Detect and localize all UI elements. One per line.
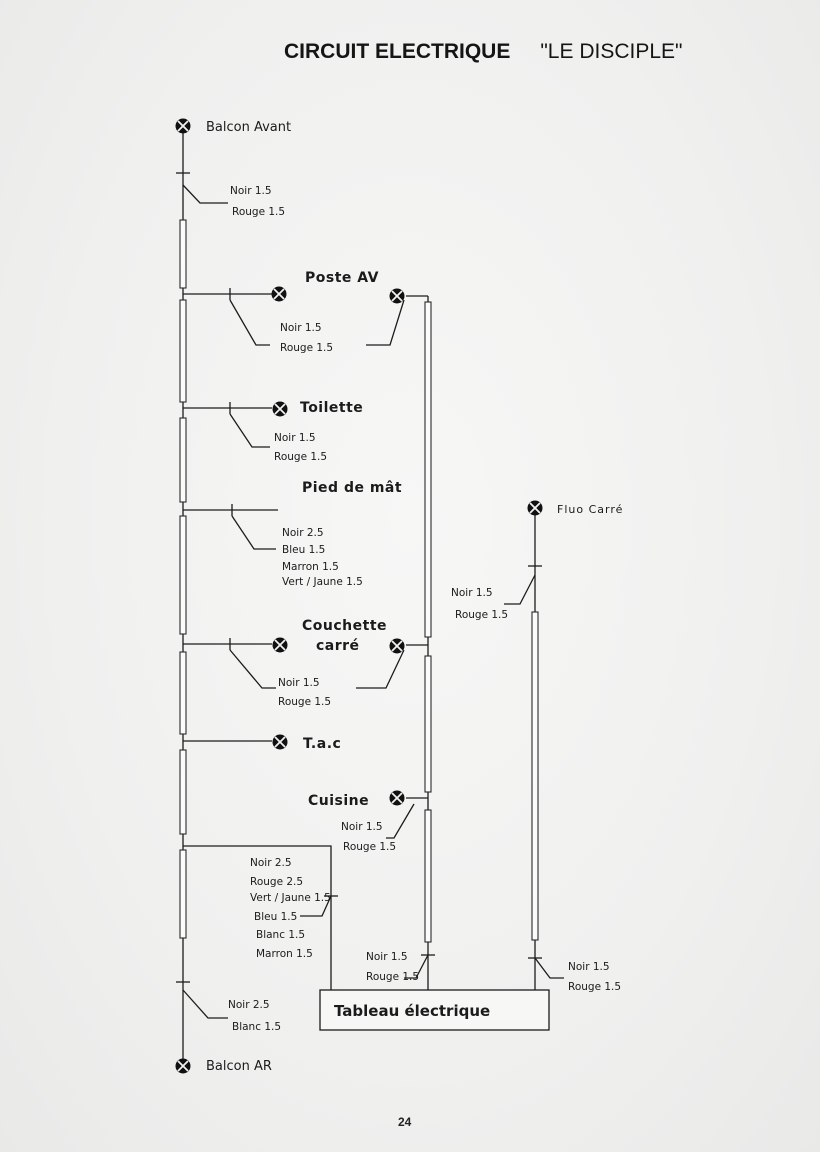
svg-text:Noir 1.5: Noir 1.5 (280, 322, 322, 334)
lamp-icon-couchette-right (389, 638, 405, 654)
svg-text:Rouge 1.5: Rouge 1.5 (274, 451, 327, 463)
svg-text:Noir 1.5: Noir 1.5 (451, 587, 493, 599)
label-pied-de-mat: Pied de mât (302, 480, 402, 496)
svg-text:Noir 1.5: Noir 1.5 (230, 185, 272, 197)
svg-text:Noir 1.5: Noir 1.5 (278, 677, 320, 689)
svg-text:Noir 2.5: Noir 2.5 (282, 527, 324, 539)
label-couchette: Couchette (302, 618, 387, 634)
svg-text:Noir 2.5: Noir 2.5 (228, 999, 270, 1011)
svg-text:Noir 1.5: Noir 1.5 (366, 951, 408, 963)
svg-text:Bleu 1.5: Bleu 1.5 (254, 911, 297, 923)
secondary-bus-line (406, 295, 432, 990)
label-cuisine: Cuisine (308, 793, 369, 809)
svg-text:Marron 1.5: Marron 1.5 (282, 561, 339, 573)
svg-text:Noir 1.5: Noir 1.5 (274, 432, 316, 444)
lamp-icon-cuisine (389, 790, 405, 806)
lamp-icon-balcon-ar (175, 1058, 191, 1074)
svg-text:Blanc 1.5: Blanc 1.5 (232, 1021, 281, 1033)
tableau-electrique-box (319, 989, 550, 1031)
svg-text:Rouge 1.5: Rouge 1.5 (568, 981, 621, 993)
leader-lines (176, 172, 564, 1019)
title-main: CIRCUIT ELECTRIQUE (284, 40, 511, 63)
wires-fluo-bottom: Noir 1.5 Rouge 1.5 (568, 961, 621, 993)
lamp-icon-tac (272, 734, 288, 750)
svg-text:Rouge 2.5: Rouge 2.5 (250, 876, 303, 888)
svg-text:Rouge 1.5: Rouge 1.5 (278, 696, 331, 708)
wires-tableau-main: Noir 2.5 Rouge 2.5 Vert / Jaune 1.5 Bleu… (250, 857, 331, 960)
wires-fluo-top: Noir 1.5 Rouge 1.5 (451, 587, 508, 621)
page-number: 24 (398, 1115, 412, 1129)
tableau-label: Tableau électrique (334, 1002, 490, 1020)
svg-text:Blanc 1.5: Blanc 1.5 (256, 929, 305, 941)
label-toilette: Toilette (300, 400, 363, 416)
lamp-icon-fluo-carre (527, 500, 543, 516)
svg-text:Vert / Jaune 1.5: Vert / Jaune 1.5 (282, 576, 363, 588)
lamp-icon-poste-av-right (389, 288, 405, 304)
svg-text:Rouge 1.5: Rouge 1.5 (366, 971, 419, 983)
page-title: CIRCUIT ELECTRIQUE "LE DISCIPLE" (284, 40, 682, 64)
svg-text:Rouge 1.5: Rouge 1.5 (232, 206, 285, 218)
wires-toilette: Noir 1.5 Rouge 1.5 (274, 432, 327, 463)
lamp-icon-couchette-left (272, 637, 288, 653)
tableau-feed-line (183, 845, 332, 990)
label-poste-av: Poste AV (305, 270, 379, 286)
svg-text:Rouge 1.5: Rouge 1.5 (280, 342, 333, 354)
branch-lines (183, 293, 278, 742)
wires-cuisine: Noir 1.5 Rouge 1.5 (341, 821, 396, 853)
fluo-line (531, 512, 539, 990)
svg-text:Bleu 1.5: Bleu 1.5 (282, 544, 325, 556)
label-balcon-avant: Balcon Avant (206, 120, 291, 135)
lamp-icon-balcon-avant (175, 118, 191, 134)
svg-text:Noir 1.5: Noir 1.5 (568, 961, 610, 973)
wires-couchette: Noir 1.5 Rouge 1.5 (278, 677, 331, 708)
svg-text:Marron 1.5: Marron 1.5 (256, 948, 313, 960)
svg-text:Noir 2.5: Noir 2.5 (250, 857, 292, 869)
wires-poste-av: Noir 1.5 Rouge 1.5 (280, 322, 333, 354)
label-tac: T.a.c (303, 736, 341, 752)
lamp-icon-toilette (272, 401, 288, 417)
label-carre: carré (316, 638, 360, 654)
label-balcon-ar: Balcon AR (206, 1059, 272, 1074)
wires-pied-de-mat: Noir 2.5 Bleu 1.5 Marron 1.5 Vert / Jaun… (282, 527, 363, 588)
title-boat-name: "LE DISCIPLE" (540, 40, 683, 63)
svg-text:Vert / Jaune 1.5: Vert / Jaune 1.5 (250, 892, 331, 904)
svg-text:Rouge 1.5: Rouge 1.5 (455, 609, 508, 621)
wires-balcon-ar: Noir 2.5 Blanc 1.5 (228, 999, 281, 1033)
wires-tableau-right: Noir 1.5 Rouge 1.5 (366, 951, 419, 983)
label-fluo-carre: Fluo Carré (557, 503, 623, 516)
svg-text:Rouge 1.5: Rouge 1.5 (343, 841, 396, 853)
lamp-icon-poste-av-left (271, 286, 287, 302)
svg-text:Noir 1.5: Noir 1.5 (341, 821, 383, 833)
wires-balcon-avant: Noir 1.5 Rouge 1.5 (230, 185, 285, 218)
main-conduits (179, 219, 187, 939)
